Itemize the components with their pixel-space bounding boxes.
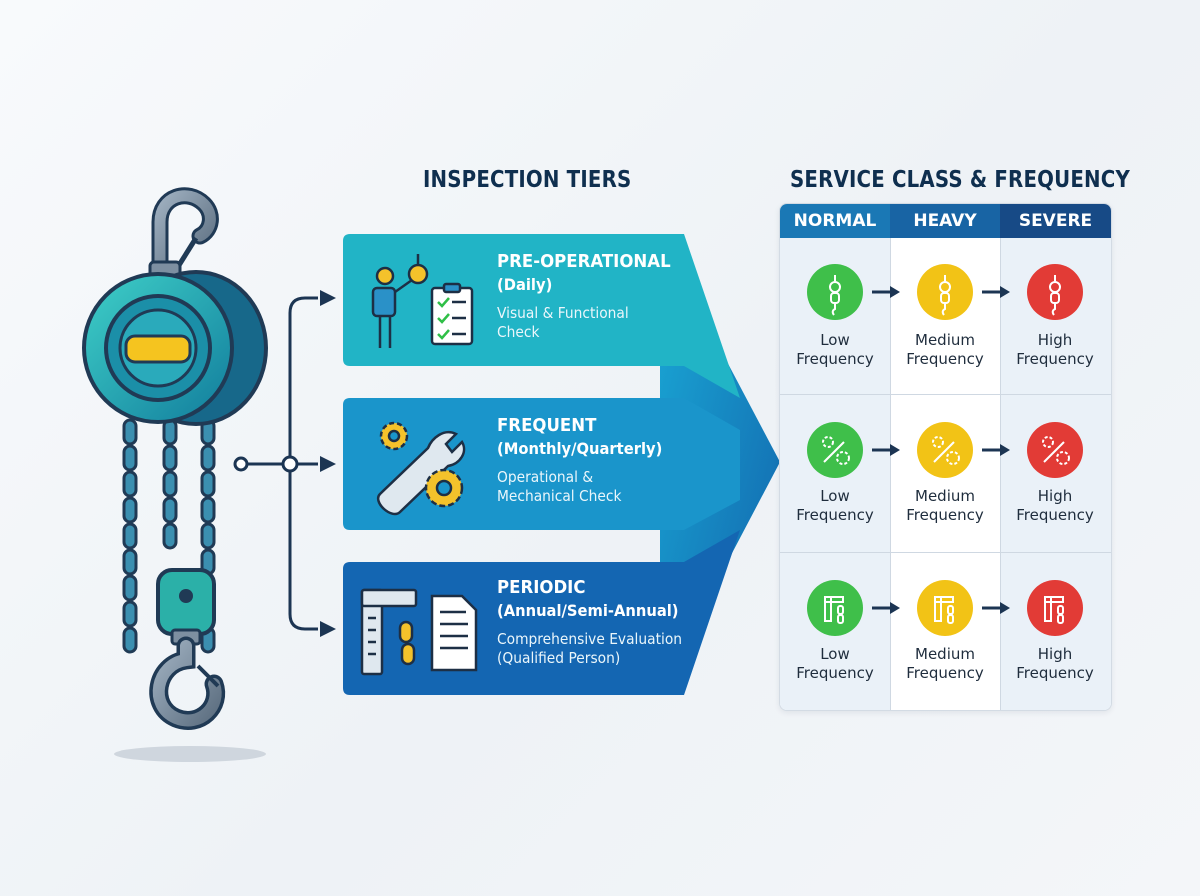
wrench-gears-icon [376, 421, 466, 516]
column-header-severe: SEVERE [1000, 204, 1111, 238]
column-header-heavy: HEAVY [890, 204, 1000, 238]
tier-desc-line: Comprehensive Evaluation [497, 630, 683, 648]
tier-description: Operational & Mechanical Check [497, 468, 662, 506]
heavy-caliper-chain-icon [917, 580, 973, 636]
service-class-header: SERVICE CLASS & FREQUENCY [790, 167, 1130, 193]
connector-dot-junction [281, 455, 299, 473]
tier-title: PERIODIC [497, 577, 586, 598]
tier-desc-line: (Qualified Person) [497, 649, 621, 667]
column-divider [890, 238, 891, 710]
normal-caliper-chain-icon [807, 580, 863, 636]
hoist-body-icon [82, 270, 268, 426]
inspector-checklist-icon [371, 254, 474, 348]
connector-dot-start [233, 456, 249, 472]
tier-subtitle: (Daily) [497, 275, 553, 294]
tier-desc-line: Mechanical Check [497, 487, 622, 505]
tier-description: Visual & Functional Check [497, 304, 671, 342]
row-divider [780, 394, 1111, 395]
tier-periodic: PERIODIC (Annual/Semi-Annual) Comprehens… [497, 577, 682, 668]
severe-caliper-chain-icon [1027, 580, 1083, 636]
tier-subtitle: (Monthly/Quarterly) [497, 439, 663, 458]
frequency-arrows [872, 286, 1010, 614]
tier-desc-line: Check [497, 323, 540, 341]
tier-desc-line: Operational & [497, 468, 594, 486]
table-icon-overlay [822, 275, 1070, 624]
tier-desc-line: Visual & Functional [497, 304, 629, 322]
tier-frequent: FREQUENT (Monthly/Quarterly) Operational… [497, 415, 662, 506]
column-header-normal: NORMAL [780, 204, 890, 238]
lower-block-icon [156, 568, 216, 646]
tier-subtitle: (Annual/Semi-Annual) [497, 601, 679, 620]
tier-banner-pre-operational [343, 234, 740, 398]
hoist-shadow [114, 746, 266, 762]
inspection-tiers-header: INSPECTION TIERS [423, 167, 632, 193]
diagram-graphics [82, 187, 780, 762]
connector-arrowheads [320, 290, 336, 637]
tier-description: Comprehensive Evaluation (Qualified Pers… [497, 630, 682, 668]
tier-title: PRE-OPERATIONAL [497, 251, 671, 272]
row-divider [780, 552, 1111, 553]
bottom-hook-icon [149, 636, 226, 730]
tier-pre-operational: PRE-OPERATIONAL (Daily) Visual & Functio… [497, 251, 671, 342]
column-divider [1000, 238, 1001, 710]
tier-title: FREQUENT [497, 415, 597, 436]
caliper-chain-document-icon [360, 588, 478, 676]
top-hook-icon [148, 187, 219, 284]
